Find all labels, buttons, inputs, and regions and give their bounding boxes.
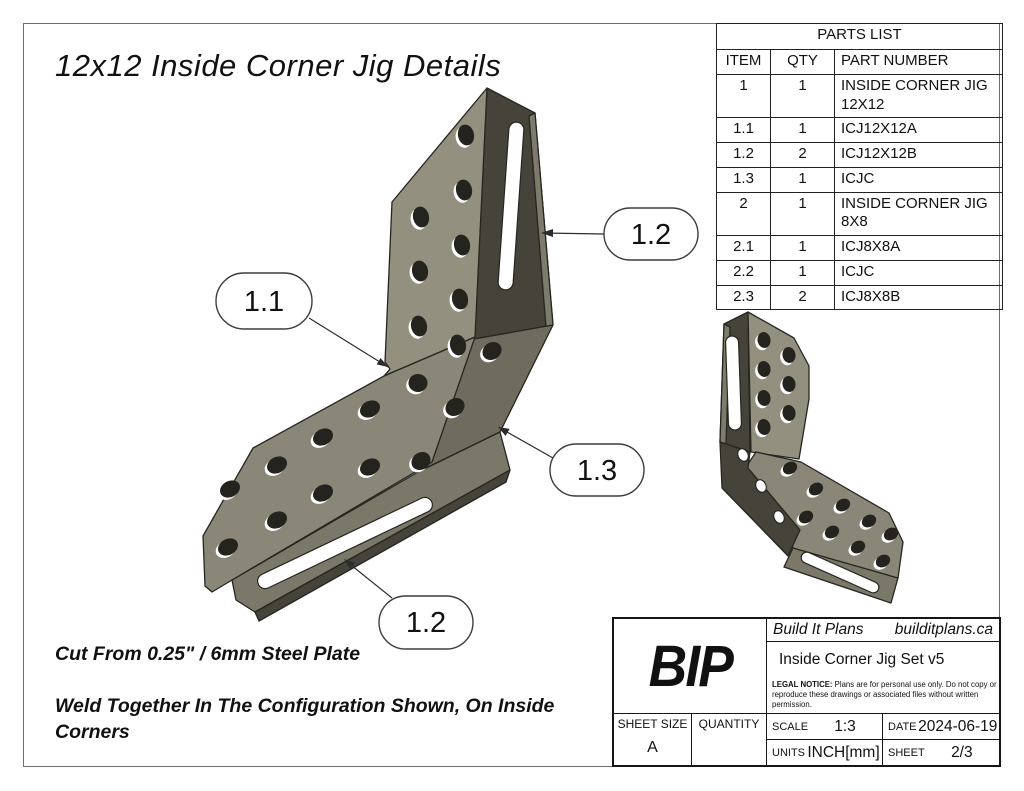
- units-label: UNITS: [772, 746, 805, 759]
- sheet-border: [23, 23, 1000, 767]
- legal-notice-label: LEGAL NOTICE:: [772, 679, 833, 689]
- parts-cell-item: 1.3: [716, 166, 771, 193]
- parts-cell-qty: 1: [770, 191, 835, 236]
- parts-cell-qty: 1: [770, 166, 835, 193]
- parts-cell-part_number: ICJ8X8B: [834, 284, 1003, 311]
- balloon-1-3-label: 1.3: [577, 455, 617, 487]
- scale-label: SCALE: [772, 720, 809, 733]
- logo-cell: BIP: [614, 619, 766, 714]
- parts-cell-item: 2: [716, 191, 771, 236]
- parts-cell-qty: 2: [770, 142, 835, 168]
- parts-col-part-number: PART NUMBER: [834, 49, 1003, 75]
- parts-cell-part_number: INSIDE CORNER JIG 8X8: [834, 191, 1003, 236]
- units-cell: UNITS INCH[mm]: [767, 740, 883, 765]
- balloon-1-2-bottom: [378, 595, 474, 650]
- parts-cell-part_number: ICJ12X12A: [834, 117, 1003, 143]
- parts-cell-part_number: ICJC: [834, 259, 1003, 286]
- callout-1-1: 1.1: [215, 272, 389, 368]
- note-weld: Weld Together In The Configuration Shown…: [55, 695, 555, 743]
- main-jig-bolt-holes: [215, 124, 502, 558]
- parts-cell-part_number: INSIDE CORNER JIG 12X12: [834, 73, 1003, 119]
- parts-col-item: ITEM: [716, 49, 771, 75]
- brand-row: Build It Plans builditplans.ca: [767, 619, 999, 642]
- legal-notice: LEGAL NOTICE: Plans are for personal use…: [772, 680, 997, 710]
- sheet-cell: SHEET 2/3: [883, 740, 999, 765]
- parts-list-title: PARTS LIST: [716, 23, 1003, 50]
- small-corner-strip: [719, 441, 801, 557]
- balloon-1-1-label: 1.1: [244, 286, 284, 318]
- scale-cell: SCALE 1:3: [767, 714, 883, 739]
- callout-1-2-bottom: 1.2: [344, 559, 474, 650]
- title-block: BIP SHEET SIZE A QUANTITY Build It Plans…: [612, 617, 1001, 767]
- parts-cell-qty: 1: [770, 73, 835, 119]
- date-label: DATE: [888, 720, 917, 733]
- small-jig-bolt-holes: [737, 332, 899, 570]
- sheet-size-cell: SHEET SIZE A: [614, 714, 692, 765]
- parts-cell-item: 1.1: [716, 117, 771, 143]
- edge-plate-bottom-side: [254, 469, 511, 622]
- callout-1-2-top: 1.2: [541, 207, 699, 261]
- bip-logo: BIP: [648, 633, 733, 699]
- parts-col-qty: QTY: [770, 49, 835, 75]
- sheet-value: 2/3: [951, 743, 973, 761]
- date-cell: DATE 2024-06-19: [883, 714, 999, 739]
- small-edge-plate-left-slot: [724, 335, 743, 431]
- sheet-label: SHEET: [888, 746, 925, 759]
- website: builditplans.ca: [894, 621, 993, 638]
- small-face-upper: [747, 311, 810, 460]
- parts-cell-part_number: ICJC: [834, 166, 1003, 193]
- balloon-1-2-bottom-label: 1.2: [406, 607, 446, 639]
- parts-cell-item: 1: [716, 73, 771, 119]
- parts-cell-item: 1.2: [716, 142, 771, 168]
- document-title-cell: Inside Corner Jig Set v5 LEGAL NOTICE: P…: [767, 642, 999, 714]
- legal-notice-text: Plans are for personal use only. Do not …: [772, 679, 997, 709]
- company-name: Build It Plans: [773, 621, 864, 638]
- quantity-label: QUANTITY: [698, 717, 760, 731]
- document-title: Inside Corner Jig Set v5: [779, 651, 945, 668]
- parts-cell-part_number: ICJ8X8A: [834, 235, 1003, 261]
- page-title: 12x12 Inside Corner Jig Details: [55, 48, 502, 83]
- balloon-1-3: [549, 443, 645, 497]
- sheet-size-label: SHEET SIZE: [617, 717, 688, 731]
- note-cut: Cut From 0.25" / 6mm Steel Plate: [55, 643, 361, 665]
- parts-cell-part_number: ICJ12X12B: [834, 142, 1003, 168]
- sheet-size-value: A: [647, 739, 658, 756]
- parts-cell-qty: 1: [770, 259, 835, 286]
- quantity-cell: QUANTITY: [692, 714, 766, 765]
- balloon-1-1: [215, 272, 313, 330]
- edge-plate-bottom-slot: [257, 496, 433, 590]
- parts-cell-item: 2.3: [716, 284, 771, 311]
- scale-value: 1:3: [834, 717, 856, 735]
- main-jig-drawing: [202, 87, 554, 622]
- balloon-1-2-top-label: 1.2: [631, 219, 671, 251]
- parts-cell-qty: 1: [770, 117, 835, 143]
- small-edge-plate-bottom-slot: [800, 551, 880, 594]
- edge-plate-top-slot: [497, 121, 525, 291]
- parts-cell-item: 2.2: [716, 259, 771, 286]
- date-value: 2024-06-19: [918, 717, 998, 735]
- balloon-1-2-top: [603, 207, 699, 261]
- parts-cell-qty: 1: [770, 235, 835, 261]
- parts-cell-item: 2.1: [716, 235, 771, 261]
- parts-cell-qty: 2: [770, 284, 835, 311]
- callout-1-3: 1.3: [498, 427, 645, 497]
- small-jig-drawing: [719, 311, 904, 604]
- units-value: INCH[mm]: [807, 743, 880, 761]
